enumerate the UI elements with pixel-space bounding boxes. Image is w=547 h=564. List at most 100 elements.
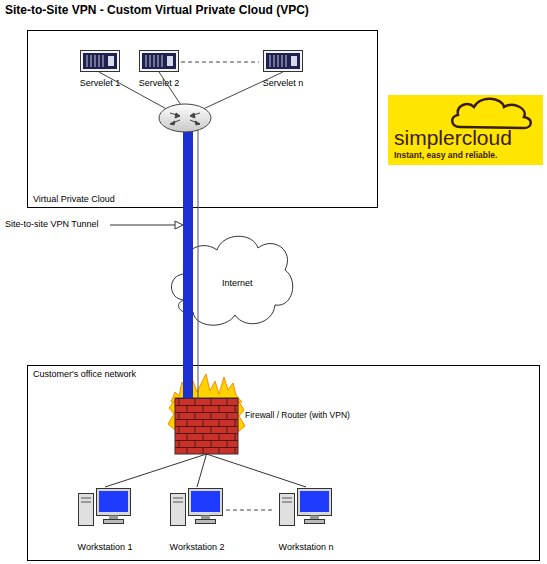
server-icon-part xyxy=(81,51,120,72)
server-icon-part-part xyxy=(150,55,151,67)
firewall-wall-part xyxy=(238,400,245,432)
office-network-boundary: Customer's office networkFirewall / Rout… xyxy=(27,365,540,561)
workstation-icon-part xyxy=(280,494,295,526)
firewall-wall-part xyxy=(175,398,238,454)
workstation-icon-part xyxy=(282,502,292,503)
workstation-icon-part xyxy=(196,520,216,524)
server-node: Servelet 2 xyxy=(131,50,187,92)
vpn-tunnel-segment-part xyxy=(183,128,193,208)
logo-cloud-part xyxy=(452,99,531,128)
workstation-icon-part xyxy=(81,502,91,503)
lan-link xyxy=(207,454,307,487)
tunnel-outline xyxy=(198,208,199,398)
group-label: Customer's office network xyxy=(33,369,136,380)
callout-arrow-part xyxy=(110,225,176,226)
server-icon-part xyxy=(264,51,303,72)
server-icon-part xyxy=(142,53,176,69)
server-icon-part-part xyxy=(95,55,96,67)
workstation-label: Workstation 2 xyxy=(162,542,232,553)
workstation-icon xyxy=(279,487,333,527)
lan-link xyxy=(105,454,207,487)
diagram-title: Site-to-Site VPN - Custom Virtual Privat… xyxy=(5,3,309,17)
connector-line xyxy=(207,454,307,487)
workstation-icon xyxy=(170,487,224,527)
workstation-node: Workstation 1 xyxy=(70,487,140,555)
router-symbol xyxy=(159,104,211,132)
server-icon-part-part xyxy=(91,55,92,67)
server-icon-part-part xyxy=(146,55,147,67)
group-label: Virtual Private Cloud xyxy=(33,194,115,205)
vpn-tunnel-segment xyxy=(183,128,198,208)
continuation-dash xyxy=(181,62,259,63)
workstation-icon-part xyxy=(305,520,325,524)
server-icon-part xyxy=(83,53,117,69)
workstation-icon-part xyxy=(191,491,220,512)
connector-line xyxy=(105,454,207,487)
workstation-icon-part xyxy=(282,498,292,499)
server-icon-part-part xyxy=(87,55,88,67)
router-symbol-part xyxy=(159,104,211,132)
workstation-icon-part xyxy=(298,489,332,516)
node-art xyxy=(279,487,333,527)
server-icon-part-part xyxy=(270,55,271,67)
workstation-icon xyxy=(78,487,132,527)
router-symbol-part-part xyxy=(195,121,200,125)
workstation-icon-part xyxy=(201,516,210,520)
node-art xyxy=(139,50,179,72)
router-symbol-part-part xyxy=(175,113,180,118)
server-icon-part xyxy=(108,56,114,66)
server-node: Servelet 1 xyxy=(72,50,128,92)
connector-line xyxy=(183,208,193,398)
firewall-node: Firewall / Router (with VPN) xyxy=(175,398,238,454)
server-icon xyxy=(263,50,303,72)
brand-name: simplercloud xyxy=(394,125,512,150)
server-icon-part xyxy=(270,55,286,67)
node-art xyxy=(80,50,120,72)
server-icon-part-part xyxy=(99,55,100,67)
node-art xyxy=(263,50,303,72)
server-icon-part xyxy=(87,55,103,67)
lan-link xyxy=(197,454,207,487)
server-icon-part xyxy=(291,56,297,66)
node-art xyxy=(170,487,224,527)
server-label: Servelet n xyxy=(255,78,311,89)
workstation-node: Workstation 2 xyxy=(162,487,232,555)
workstation-icon-part xyxy=(173,498,183,499)
server-icon-part-part xyxy=(158,55,159,67)
workstation-node: Workstation n xyxy=(271,487,341,555)
server-icon-part-part xyxy=(274,55,275,67)
brand-logo: simplercloudInstant, easy and reliable. xyxy=(388,95,543,165)
workstation-icon-part xyxy=(109,516,118,520)
router-symbol-part xyxy=(170,113,200,125)
server-icon-part-part xyxy=(162,55,163,67)
firewall-label: Firewall / Router (with VPN) xyxy=(245,410,350,420)
callout-label: Site-to-site VPN Tunnel xyxy=(5,219,99,230)
cloud-label: Internet xyxy=(222,278,253,289)
callout-arrow xyxy=(110,221,183,229)
workstation-icon-part xyxy=(171,494,186,526)
workstation-icon-part xyxy=(189,489,223,516)
continuation-dash xyxy=(226,510,272,511)
server-icon-part xyxy=(167,56,173,66)
workstation-icon-part xyxy=(310,516,319,520)
vpn-tunnel xyxy=(188,208,198,398)
router-symbol-part-part xyxy=(170,120,180,124)
server-links-part xyxy=(159,72,181,105)
server-links-part xyxy=(99,72,172,112)
server-icon xyxy=(139,50,179,72)
brand-tagline: Instant, easy and reliable. xyxy=(394,150,497,160)
workstation-icon-part xyxy=(173,502,183,503)
server-icon-part-part xyxy=(103,55,104,67)
workstation-icon-part xyxy=(99,491,128,512)
router-symbol-part-part xyxy=(170,121,175,125)
firewall-wall-part xyxy=(168,400,175,430)
server-icon-part-part xyxy=(278,55,279,67)
router-symbol-part-part xyxy=(190,120,200,124)
workstation-icon-part xyxy=(81,498,91,499)
server-icon-part xyxy=(266,53,300,69)
server-icon xyxy=(80,50,120,72)
workstation-label: Workstation 1 xyxy=(70,542,140,553)
